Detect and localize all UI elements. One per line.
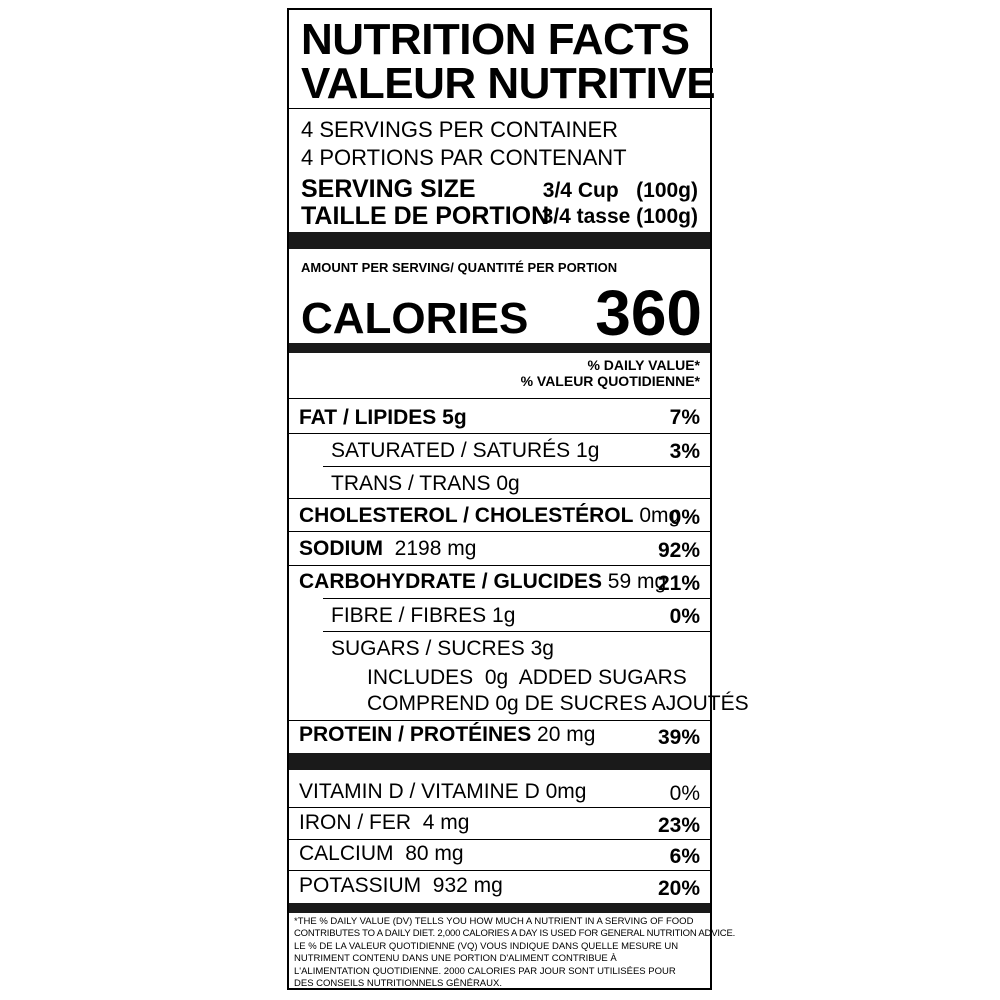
cholesterol-dv: 0% [669, 506, 700, 529]
fibre-divider [323, 631, 710, 632]
medium-divider [289, 343, 710, 353]
servings-per-container-fr: 4 PORTIONS PAR CONTENANT [301, 145, 627, 170]
saturated-divider [323, 466, 710, 467]
footnote-line-6: DES CONSEILS NUTRITIONNELS GÉNÉRAUX. [294, 978, 502, 989]
daily-value-header-en: % DAILY VALUE* [587, 357, 700, 373]
trans-amount: 0g [496, 472, 520, 495]
cholesterol-amount: 0mg [639, 504, 681, 527]
vitamin-d-label: VITAMIN D / VITAMINE D [299, 780, 540, 803]
carbohydrate-label: CARBOHYDRATE / GLUCIDES [299, 570, 602, 593]
saturated-row: SATURATED / SATURÉS 1g [331, 439, 599, 463]
saturated-label: SATURATED / SATURÉS [331, 439, 571, 462]
title-fr: VALEUR NUTRITIVE [301, 59, 716, 108]
serving-size-value-fr: 3/4 tasse (100g) [541, 205, 698, 228]
servings-per-container-en: 4 SERVINGS PER CONTAINER [301, 117, 619, 142]
dv-divider [289, 398, 710, 399]
fat-divider [289, 433, 710, 434]
potassium-dv: 20% [657, 877, 700, 900]
fibre-dv: 0% [669, 605, 700, 628]
added-sugars-en: INCLUDES 0g ADDED SUGARS [367, 666, 687, 690]
title-divider [289, 108, 710, 109]
iron-dv: 23% [657, 814, 700, 837]
daily-value-header-fr: % VALEUR QUOTIDIENNE* [520, 373, 700, 389]
footnote-divider [289, 903, 710, 913]
carbohydrate-divider [323, 598, 710, 599]
saturated-amount: 1g [576, 439, 600, 462]
sugars-label: SUGARS / SUCRES [331, 637, 525, 660]
serving-size-value-en: 3/4 Cup (100g) [542, 179, 698, 202]
fibre-row: FIBRE / FIBRES 1g [331, 604, 515, 628]
vitamin-d-divider [289, 807, 710, 808]
calories-value: 360 [595, 277, 702, 349]
calcium-dv: 6% [669, 845, 700, 868]
calcium-row: CALCIUM 80 mg [299, 842, 464, 866]
potassium-row: POTASSIUM 932 mg [299, 874, 503, 898]
calcium-label: CALCIUM [299, 842, 394, 865]
vitamin-d-amount: 0mg [545, 780, 587, 803]
saturated-dv: 3% [669, 440, 700, 463]
fibre-amount: 1g [492, 604, 516, 627]
vitamin-d-dv: 0% [669, 782, 700, 805]
nutrition-facts-label: NUTRITION FACTS VALEUR NUTRITIVE 4 SERVI… [287, 8, 749, 990]
includes-text: ADDED SUGARS [518, 666, 687, 689]
carbohydrate-amount: 59 mg [607, 570, 667, 593]
cholesterol-label: CHOLESTEROL / CHOLESTÉROL [299, 504, 634, 527]
sodium-label: SODIUM [299, 537, 383, 560]
carbohydrate-dv: 21% [657, 572, 700, 595]
calories-label: CALORIES [301, 294, 529, 343]
protein-label: PROTEIN / PROTÉINES [299, 723, 532, 746]
fat-dv: 7% [669, 406, 700, 429]
calcium-divider [289, 870, 710, 871]
amount-per-serving: AMOUNT PER SERVING/ QUANTITÉ PER PORTION [301, 260, 618, 275]
calcium-amount: 80 mg [405, 842, 464, 865]
trans-row: TRANS / TRANS 0g [331, 472, 520, 496]
fibre-label: FIBRE / FIBRES [331, 604, 487, 627]
trans-label: TRANS / TRANS [331, 472, 491, 495]
potassium-amount: 932 mg [432, 874, 503, 897]
protein-amount: 20 mg [537, 723, 596, 746]
fat-label: FAT / LIPIDES [299, 406, 437, 429]
iron-amount: 4 mg [422, 811, 470, 834]
carbohydrate-row: CARBOHYDRATE / GLUCIDES 59 mg [299, 570, 666, 594]
footnote-line-4: NUTRIMENT CONTENU DANS UNE PORTION D'ALI… [294, 953, 617, 964]
iron-label: IRON / FER [299, 811, 412, 834]
footnote-line-2: CONTRIBUTES TO A DAILY DIET. 2,000 CALOR… [294, 928, 736, 939]
sugars-row: SUGARS / SUCRES 3g [331, 637, 554, 661]
footnote-line-3: LE % DE LA VALEUR QUOTIDIENNE (VQ) VOUS … [294, 941, 679, 952]
comprend-label: COMPREND [367, 692, 490, 715]
vitamin-d-row: VITAMIN D / VITAMINE D 0mg [299, 780, 586, 804]
thick-divider-2 [289, 753, 710, 770]
serving-size-label-fr: TAILLE DE PORTION [301, 202, 550, 230]
sugars-divider [289, 720, 710, 721]
cholesterol-divider [289, 531, 710, 532]
footnote-line-1: *THE % DAILY VALUE (DV) TELLS YOU HOW MU… [294, 916, 694, 927]
includes-amount: 0g [484, 666, 509, 689]
sodium-divider [289, 565, 710, 566]
comprend-amount: 0g [495, 692, 519, 715]
footnote-line-5: L'ALIMENTATION QUOTIDIENNE. 2000 CALORIE… [294, 966, 676, 977]
comprend-text: DE SUCRES AJOUTÉS [524, 692, 749, 715]
protein-dv: 39% [657, 726, 700, 749]
serving-size-label-en: SERVING SIZE [301, 175, 476, 203]
fat-row: FAT / LIPIDES 5g [299, 406, 467, 430]
cholesterol-row: CHOLESTEROL / CHOLESTÉROL 0mg [299, 504, 680, 528]
sodium-row: SODIUM 2198 mg [299, 537, 476, 561]
trans-divider [289, 498, 710, 499]
sugars-amount: 3g [530, 637, 554, 660]
title-en: NUTRITION FACTS [301, 15, 690, 64]
thick-divider [289, 232, 710, 249]
fat-amount: 5g [442, 406, 467, 429]
protein-row: PROTEIN / PROTÉINES 20 mg [299, 723, 595, 747]
sodium-amount: 2198 mg [394, 537, 477, 560]
iron-row: IRON / FER 4 mg [299, 811, 469, 835]
potassium-label: POTASSIUM [299, 874, 422, 897]
includes-label: INCLUDES [367, 666, 474, 689]
iron-divider [289, 839, 710, 840]
added-sugars-fr: COMPREND 0g DE SUCRES AJOUTÉS [367, 692, 749, 716]
sodium-dv: 92% [657, 539, 700, 562]
